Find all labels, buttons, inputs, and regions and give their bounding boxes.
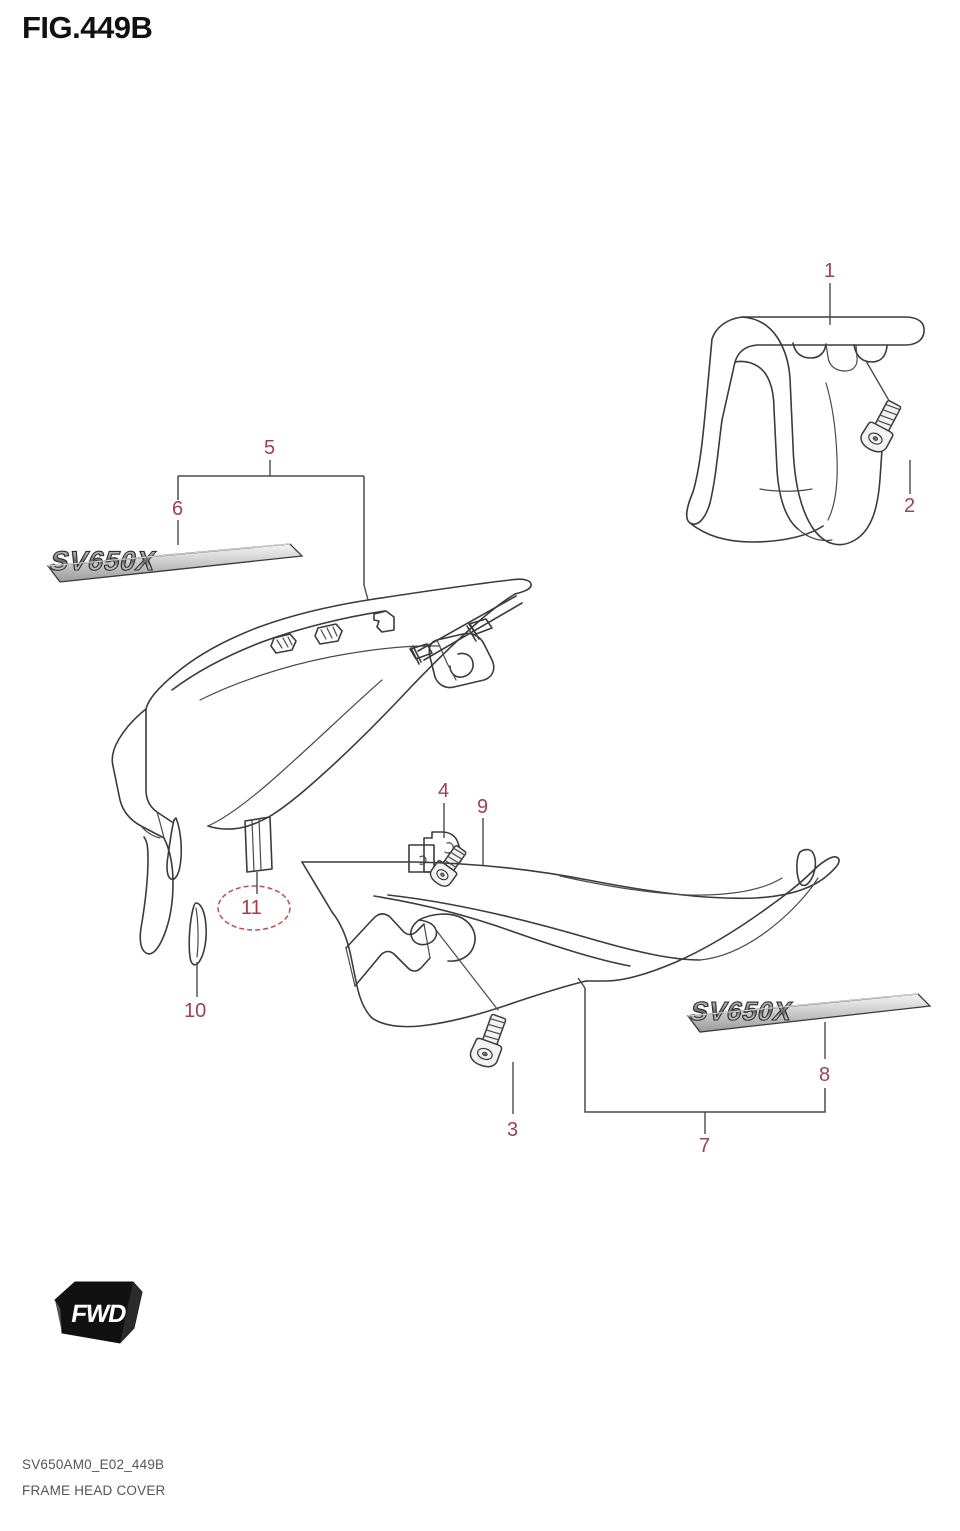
fwd-direction-marker: FWD (54, 1281, 143, 1344)
figure-title: FIG.449B (22, 10, 153, 45)
callout-label-8[interactable]: 8 (819, 1064, 831, 1086)
part-9-screw (429, 818, 484, 887)
callout-label-1[interactable]: 1 (824, 260, 836, 282)
callout-label-5[interactable]: 5 (264, 437, 276, 459)
callout-label-11[interactable]: 11 (241, 897, 262, 919)
callout-label-10[interactable]: 10 (184, 1000, 207, 1022)
part-10-cushion (188, 902, 207, 997)
callout-label-2[interactable]: 2 (904, 495, 916, 517)
diagram-name: FRAME HEAD COVER (22, 1483, 166, 1498)
part-7-head-cover-panel-lower (301, 848, 840, 1028)
callout-label-6[interactable]: 6 (172, 498, 184, 520)
diagram-code: SV650AM0_E02_449B (22, 1457, 165, 1472)
part-1-head-cover-shape (685, 316, 925, 546)
svg-text:FWD: FWD (69, 1300, 129, 1328)
diagram-footer: SV650AM0_E02_449B FRAME HEAD COVER (22, 1452, 165, 1504)
emblem-upper-sv650x: SV650X (46, 543, 304, 583)
leader-line-5-to-cover (363, 584, 369, 601)
callout-label-7[interactable]: 7 (699, 1135, 711, 1157)
part-11-cushion (217, 816, 291, 931)
callout-label-9[interactable]: 9 (477, 796, 489, 818)
bracket-group-7 (577, 977, 826, 1134)
part-3-screw (469, 1013, 514, 1114)
callout-label-4[interactable]: 4 (438, 780, 450, 802)
part-2-screw (860, 360, 911, 494)
callout-label-3[interactable]: 3 (507, 1119, 519, 1141)
emblem-lower-sv650x: SV650X (687, 993, 932, 1033)
selection-highlight-11 (217, 885, 291, 931)
bracket-group-5 (177, 460, 369, 601)
part-5-head-cover-panel (111, 578, 532, 955)
